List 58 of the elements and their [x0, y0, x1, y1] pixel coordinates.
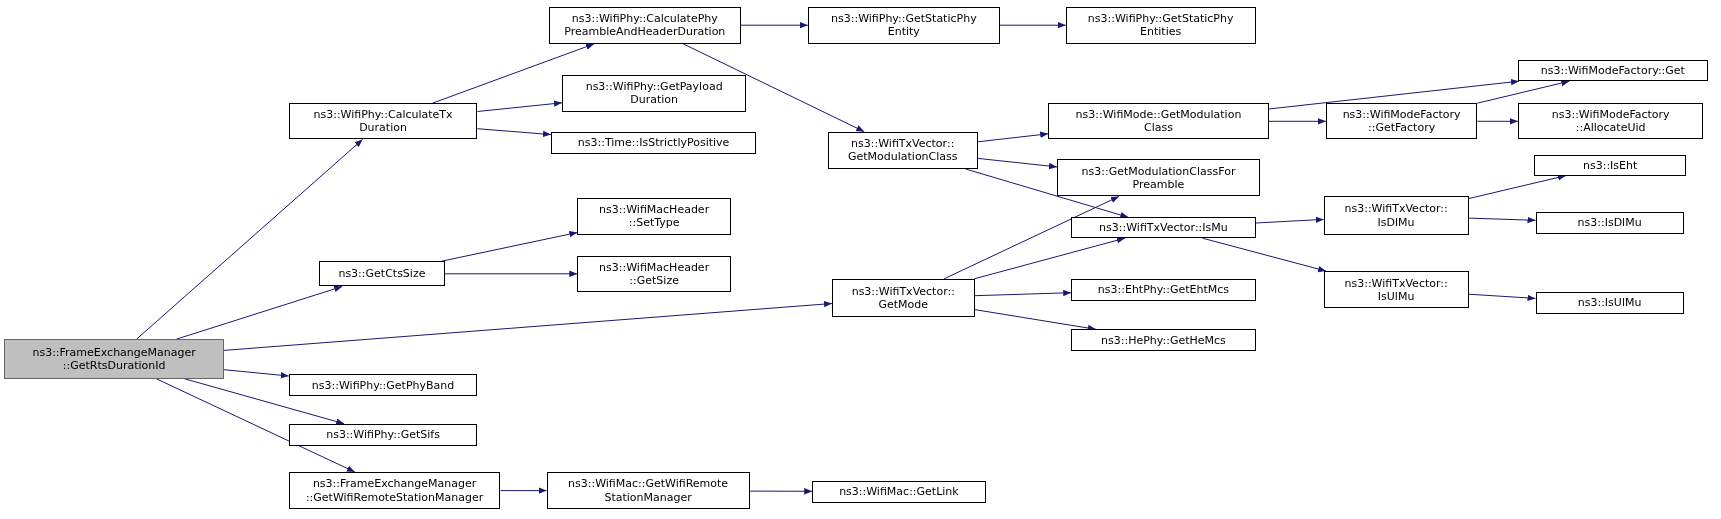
arrow [1268, 78, 1520, 110]
function-box: ns3::WifiTxVector::IsMu [1071, 217, 1256, 239]
function-box: ns3::IsUlMu [1535, 291, 1684, 314]
arrow [476, 100, 563, 112]
arrow [974, 289, 1072, 297]
arrow [977, 131, 1049, 143]
function-box: ns3::GetModulationClassFor Preamble [1056, 159, 1260, 197]
function-box: ns3::WifiTxVector:: GetMode [831, 278, 975, 318]
arrow [999, 22, 1067, 29]
function-box: ns3::FrameExchangeManager ::GetRtsDurationId [4, 339, 224, 379]
function-box: ns3::WifiMacHeader ::GetSize [577, 255, 731, 292]
arrow [943, 196, 1120, 280]
arrow [1255, 216, 1325, 224]
function-box: ns3::WifiPhy::GetPayload Duration [561, 74, 747, 112]
function-box: ns3::WifiMac::GetWifiRemote StationManager [546, 471, 750, 510]
function-box: ns3::WifiMac::GetLink [812, 480, 986, 503]
arrow [1202, 237, 1327, 273]
arrow [1468, 216, 1536, 224]
arrow [136, 138, 364, 340]
arrow [1268, 118, 1327, 125]
arrow [965, 168, 1129, 219]
function-box: ns3::WifiPhy::CalculatePhy PreambleAndHeaderDuration [548, 6, 741, 44]
arrow [1468, 174, 1567, 200]
arrow [444, 270, 578, 277]
arrow [749, 488, 813, 495]
function-box: ns3::IsDlMu [1535, 211, 1684, 234]
function-box: ns3::FrameExchangeManager ::GetWifiRemoteStationManager [288, 471, 501, 510]
arrow [500, 487, 548, 494]
function-box: ns3::WifiModeFactory ::GetFactory [1325, 103, 1478, 140]
function-box: ns3::WifiPhy::CalculateTx Duration [288, 103, 478, 140]
function-box: ns3::GetCtsSize [319, 261, 445, 287]
function-box: ns3::WifiModeFactory ::AllocateUid [1517, 103, 1704, 140]
function-box: ns3::WifiPhy::GetSifs [288, 423, 478, 446]
function-box: ns3::WifiTxVector:: IsUlMu [1323, 271, 1469, 309]
arrow [1476, 118, 1519, 125]
function-box: ns3::WifiMode::GetModulation Class [1048, 103, 1269, 140]
function-box: ns3::WifiPhy::GetStaticPhy Entity [807, 6, 1000, 44]
function-box: ns3::WifiMacHeader ::SetType [577, 197, 731, 235]
function-box: ns3::WifiPhy::GetStaticPhy Entities [1065, 6, 1256, 44]
function-box: ns3::WifiPhy::GetPhyBand [288, 374, 478, 397]
function-box: ns3::HePhy::GetHeMcs [1071, 329, 1256, 352]
function-box: ns3::EhtPhy::GetEhtMcs [1071, 278, 1256, 301]
function-box: ns3::Time::IsStrictlyPositive [550, 131, 757, 154]
function-box: ns3::WifiModeFactory::Get [1517, 60, 1708, 82]
function-box: ns3::WifiTxVector:: GetModulationClass [827, 131, 978, 169]
arrow [977, 157, 1058, 170]
arrow [1468, 293, 1536, 302]
arrow [223, 300, 833, 351]
arrow [223, 369, 290, 379]
arrow [155, 378, 356, 473]
arrow [973, 237, 1126, 280]
arrow [476, 128, 552, 138]
function-box: ns3::IsEht [1534, 154, 1686, 176]
arrow [431, 43, 595, 104]
arrow [1476, 79, 1570, 104]
function-box: ns3::WifiTxVector:: IsDlMu [1323, 196, 1469, 235]
arrow [682, 43, 865, 133]
arrow [740, 22, 809, 29]
